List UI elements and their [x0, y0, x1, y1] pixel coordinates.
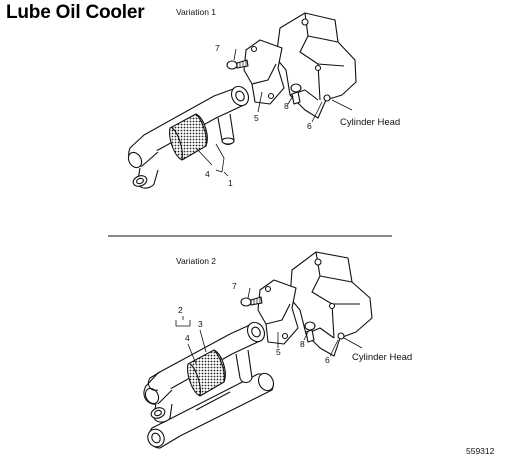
callout-7-v1: 7: [215, 43, 220, 53]
oil-cooler-1: [127, 85, 250, 189]
bolt-8-v2: [304, 321, 316, 343]
callout-4-v2: 4: [185, 333, 190, 343]
bolt-7-v1: [226, 59, 249, 70]
figure-number: 559312: [466, 446, 495, 456]
oil-cooler-2-lower: [147, 372, 275, 449]
callout-4-v1: 4: [205, 169, 210, 179]
callout-3-v2: 3: [198, 319, 203, 329]
callout-1-v1: 1: [228, 178, 233, 188]
oil-cooler-2-upper: [143, 321, 266, 423]
cylinder-head-label-v2: Cylinder Head: [352, 352, 413, 363]
page-title: Lube Oil Cooler: [6, 2, 145, 23]
callout-7-v2: 7: [232, 281, 237, 291]
leader-lines-v2: [175, 287, 363, 365]
callout-8-v1: 8: [284, 101, 289, 111]
callout-8-v2: 8: [300, 339, 305, 349]
leader-lines-v1: [195, 48, 353, 177]
bolt-8-v1: [290, 83, 302, 105]
callout-5-v1: 5: [254, 113, 259, 123]
variation-2-heading: Variation 2: [176, 256, 217, 266]
bolt-7-v2: [240, 296, 263, 307]
callout-6-v1: 6: [307, 121, 312, 131]
callout-6-v2: 6: [325, 355, 330, 365]
clamp-bracket-2: [257, 279, 299, 345]
variation-1-drawing: [127, 12, 357, 189]
callout-5-v2: 5: [276, 347, 281, 357]
cylinder-head-label-v1: Cylinder Head: [340, 117, 401, 128]
clamp-bracket-1: [243, 39, 285, 105]
callout-2-v2: 2: [178, 305, 183, 315]
variation-2-drawing: [143, 251, 373, 449]
variation-1-heading: Variation 1: [176, 7, 217, 17]
